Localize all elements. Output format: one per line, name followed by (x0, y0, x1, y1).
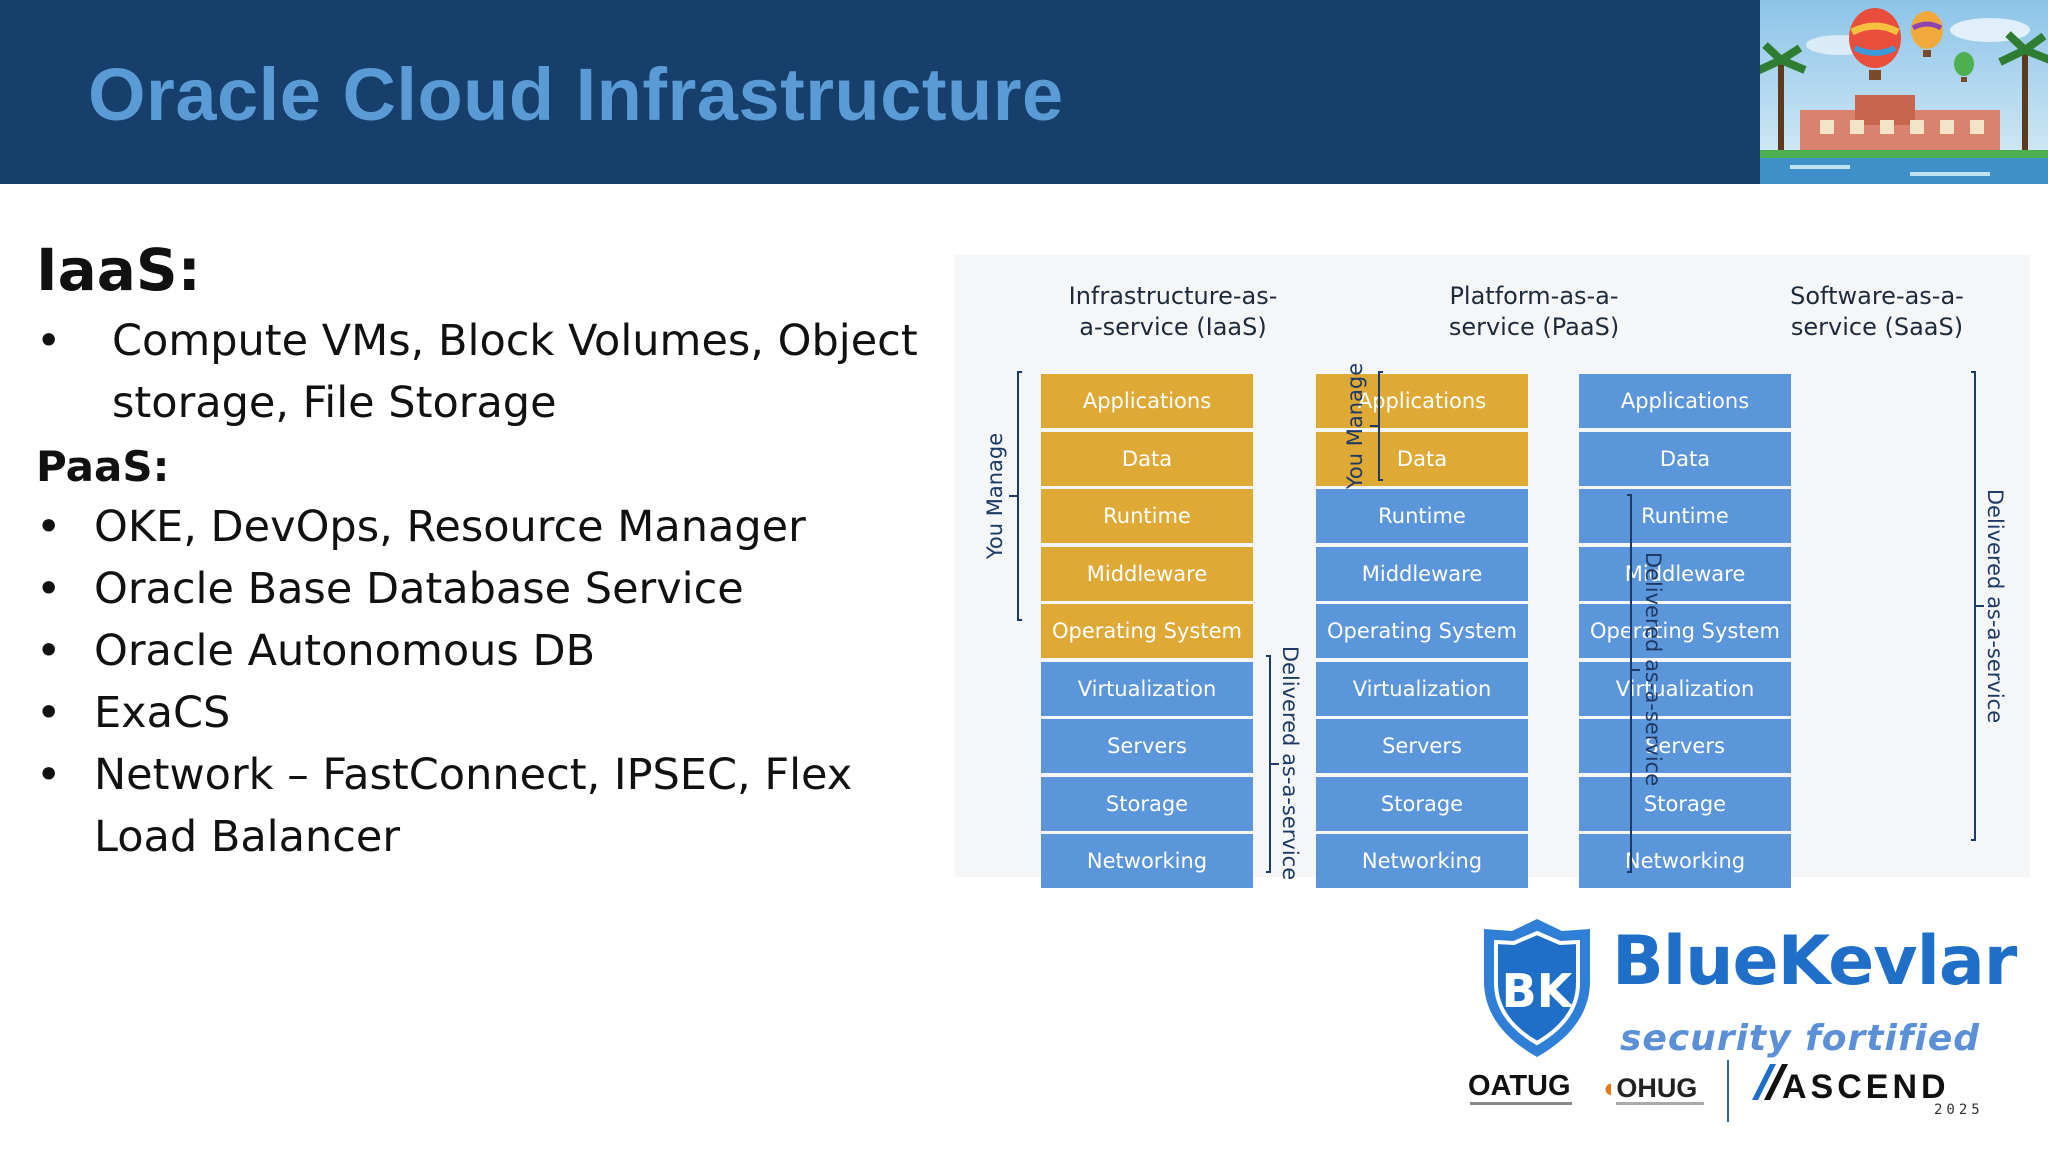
service-model-diagram: Infrastructure-as- a-service (IaaS) Plat… (955, 255, 2030, 888)
list-item: • Oracle Base Database Service (36, 558, 956, 620)
bracket-lines (1009, 371, 1984, 873)
paas-you-manage-label: You Manage (1343, 362, 1367, 490)
list-item: • ExaCS (36, 682, 956, 744)
layer-runtime: Runtime (1041, 489, 1253, 543)
layer-networking: Networking (1579, 834, 1791, 888)
list-item-text: Oracle Base Database Service (94, 564, 744, 614)
heading-line: service (SaaS) (1790, 313, 1964, 341)
header-bar: Oracle Cloud Infrastructure (0, 0, 2048, 184)
layer-virtualization: Virtualization (1316, 661, 1528, 716)
paas-list: • OKE, DevOps, Resource Manager • Oracle… (36, 496, 956, 868)
ohug-text: OHUG (1616, 1073, 1698, 1103)
iaas-manage-bracket (1017, 371, 1022, 621)
layer-networking: Networking (1316, 834, 1528, 888)
list-item-text: Oracle Autonomous DB (94, 626, 596, 676)
layer-networking: Networking (1041, 834, 1253, 888)
layer-storage: Storage (1041, 776, 1253, 831)
heading-line: Software-as-a- (1790, 282, 1964, 310)
bluekevlar-shield-logo: BK (1484, 919, 1590, 1057)
list-item: • Oracle Autonomous DB (36, 620, 956, 682)
heading-line: a-service (IaaS) (1079, 313, 1267, 341)
bluekevlar-tagline: security fortified (1620, 1018, 1980, 1059)
ohug-underline (1616, 1102, 1704, 1105)
list-item: • OKE, DevOps, Resource Manager (36, 496, 956, 558)
list-item-text: Compute VMs, Block Volumes, Object stora… (112, 316, 918, 428)
layer-middleware: Middleware (1579, 546, 1791, 601)
paas-manage-bracket (1378, 371, 1383, 481)
saas-deliver-bracket (1971, 371, 1976, 841)
layer-servers: Servers (1041, 719, 1253, 773)
paas-column-heading: Platform-as-a- service (PaaS) (1404, 281, 1664, 343)
layer-applications: Applications (1041, 374, 1253, 428)
heading-line: service (PaaS) (1448, 313, 1620, 341)
layer-operating-system: Operating System (1579, 604, 1791, 658)
oatug-underline (1470, 1102, 1572, 1105)
iaas-list: • Compute VMs, Block Volumes, Object sto… (36, 310, 956, 434)
saas-delivered-label: Delivered as-a-service (1983, 488, 2007, 724)
header-photo (1760, 0, 2048, 184)
list-item-text: Network – FastConnect, IPSEC, Flex Load … (94, 750, 853, 862)
layer-servers: Servers (1316, 719, 1528, 773)
layer-storage: Storage (1316, 776, 1528, 831)
ascend-slash-icon (1752, 1064, 1788, 1100)
paas-delivered-label: Delivered as-a-service (1641, 551, 1665, 787)
layer-data: Data (1316, 431, 1528, 486)
bullet: • (36, 502, 62, 552)
list-item-text: OKE, DevOps, Resource Manager (94, 502, 806, 552)
layer-runtime: Runtime (1579, 489, 1791, 543)
saas-column-heading: Software-as-a- service (SaaS) (1747, 281, 2007, 343)
list-item: • Compute VMs, Block Volumes, Object sto… (36, 310, 956, 434)
paas-deliver-bracket (1627, 494, 1632, 873)
layer-virtualization: Virtualization (1579, 661, 1791, 716)
layer-middleware: Middleware (1316, 546, 1528, 601)
oatug-logo: OATUG (1468, 1070, 1571, 1102)
iaas-you-manage-label: You Manage (983, 432, 1007, 560)
bullet: • (36, 688, 62, 738)
paas-heading: PaaS: (36, 442, 170, 491)
layer-virtualization: Virtualization (1041, 661, 1253, 716)
bk-initials: BK (1502, 964, 1575, 1018)
layer-operating-system: Operating System (1316, 604, 1528, 658)
layer-servers: Servers (1579, 719, 1791, 773)
bullet: • (36, 316, 62, 366)
list-item: • Network – FastConnect, IPSEC, Flex Loa… (36, 744, 956, 868)
layer-runtime: Runtime (1316, 489, 1528, 543)
iaas-column-heading: Infrastructure-as- a-service (IaaS) (1043, 281, 1303, 343)
layer-middleware: Middleware (1041, 546, 1253, 601)
ohug-logo: ◖OHUG (1600, 1073, 1698, 1103)
bullet: • (36, 750, 62, 800)
list-item-text: ExaCS (94, 688, 231, 738)
layer-storage: Storage (1579, 776, 1791, 831)
logo-divider (1727, 1060, 1729, 1122)
ascend-logo: ASCEND (1782, 1068, 1950, 1106)
layer-applications: Applications (1579, 374, 1791, 428)
balloon-scene-image (1760, 0, 2048, 184)
iaas-deliver-bracket (1266, 655, 1271, 873)
layer-operating-system: Operating System (1041, 604, 1253, 658)
bluekevlar-wordmark: BlueKevlar (1612, 922, 2017, 1001)
heading-line: Platform-as-a- (1449, 282, 1619, 310)
bullet: • (36, 626, 62, 676)
layer-data: Data (1579, 431, 1791, 486)
ascend-year: 2025 (1934, 1102, 1984, 1118)
iaas-delivered-label: Delivered as-a-service (1278, 645, 1302, 881)
iaas-heading: IaaS: (36, 236, 201, 304)
page-title: Oracle Cloud Infrastructure (88, 53, 1064, 136)
content-text: IaaS: • Compute VMs, Block Volumes, Obje… (36, 230, 956, 868)
layer-data: Data (1041, 431, 1253, 486)
bullet: • (36, 564, 62, 614)
heading-line: Infrastructure-as- (1068, 282, 1278, 310)
